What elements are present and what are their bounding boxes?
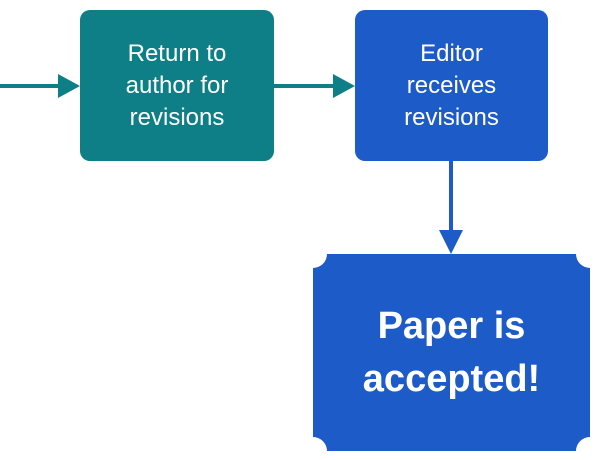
editor-receives-revisions-node: Editor receives revisions [355, 10, 548, 161]
paper-accepted-node-shape [313, 254, 590, 451]
arrow-editor-to-accepted [439, 161, 463, 254]
return-to-author-node: Return to author for revisions [80, 10, 274, 161]
return-to-author-label: Return to author for revisions [125, 39, 229, 131]
arrow-return-to-editor [274, 74, 355, 98]
paper-accepted-label: Paper is accepted! [362, 304, 541, 400]
incoming-arrow [0, 74, 80, 98]
editor-receives-revisions-label: Editor receives revisions [404, 39, 499, 131]
